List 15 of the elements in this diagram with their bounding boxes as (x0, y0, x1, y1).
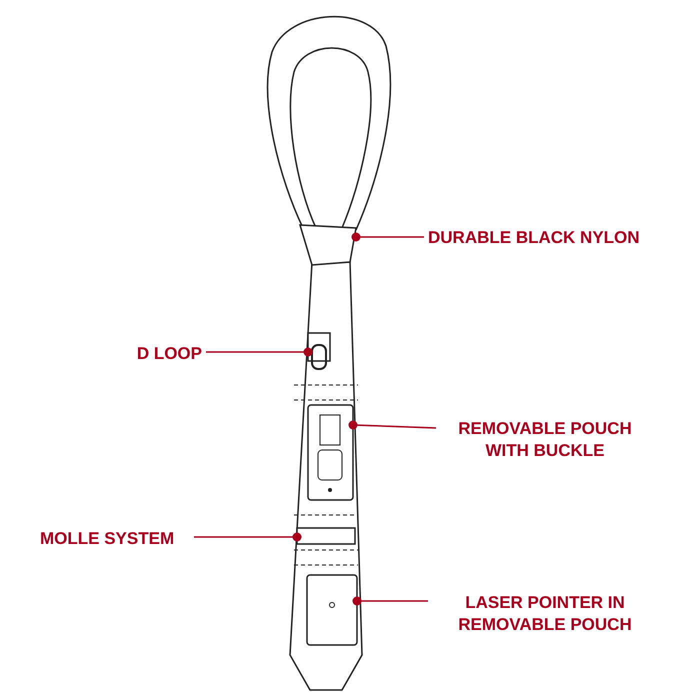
leader-line (348, 420, 436, 430)
pouch-drawing (307, 404, 354, 501)
leader-line (352, 596, 428, 606)
callout-label: MOLLE SYSTEM (40, 528, 192, 550)
leader-line (194, 532, 302, 542)
leader-line (352, 232, 424, 242)
callout-label: LASER POINTER IN REMOVABLE POUCH (430, 592, 660, 636)
pouch-drawing (306, 574, 358, 646)
leader-line (206, 348, 312, 356)
tie-knot (298, 224, 357, 266)
callout-label: DURABLE BLACK NYLON (428, 227, 668, 249)
callout-label: REMOVABLE POUCH WITH BUCKLE (440, 418, 650, 462)
webbing-strap (296, 527, 356, 545)
d-loop (307, 332, 331, 370)
callout-label: D LOOP (110, 343, 202, 365)
